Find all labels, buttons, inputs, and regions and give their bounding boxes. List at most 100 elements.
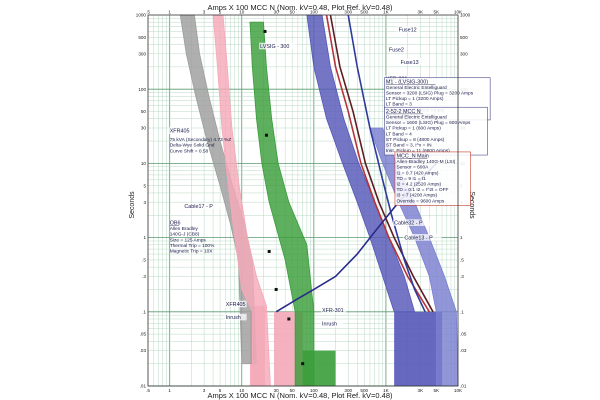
y-axis-label-right: Seconds — [468, 191, 475, 219]
annotation-line-ob6: Magnetic Trip = 10X — [170, 249, 214, 255]
curve-label-lvsig-300: LVSIG - 300 — [260, 44, 289, 50]
annotation-line-mccn: Sensor = 1600 (LSIG) Plug = 600 Amps — [386, 120, 471, 126]
annotation-line-mccmain: TD = 0.1 I2 = I^2t = OFF — [396, 187, 448, 193]
annotation-line-mccn: ST Pickup = 8 (4800 Amps) — [386, 137, 445, 143]
x-tick-label-bottom: 100 — [310, 388, 318, 393]
x-tick-label-top: 10K — [454, 10, 463, 15]
annotation-line-mccn: LT Band = 4 — [386, 131, 412, 137]
annotation-line-mccmain: Allen-Bradley 140G-M (LSI) — [396, 159, 455, 165]
x-tick-label-top: .5 — [146, 10, 150, 15]
annotation-line-ob6: Allen Bradley — [170, 226, 199, 232]
y-tick-label-left: 1 — [143, 235, 146, 240]
x-tick-label-bottom: 1K — [383, 388, 390, 393]
curve-label-bg — [259, 42, 298, 50]
y-tick-label-left: 5 — [143, 183, 146, 188]
y-tick-label-right: .03 — [460, 348, 467, 353]
curve-label-bg — [183, 202, 222, 210]
x-tick-label-top: 5K — [433, 10, 440, 15]
x-tick-label-top: 1 — [168, 10, 171, 15]
curve-label-cable32-p: Cable32 - P — [394, 221, 423, 227]
annotation-line-m1: Sensor = 3200 (LSIG) Plug = 3200 Amps — [386, 91, 474, 97]
curve-label-bg — [393, 219, 432, 226]
curve-labels: Fuse12Fuse2Fuse13XFR-301LVSIG - 300Cable… — [168, 26, 442, 328]
annotation-line-mccn: General Electric Entelliguard — [386, 114, 447, 120]
y-tick-label-right: 500 — [460, 35, 468, 40]
chart-title: Amps X 100 MCC N (Nom. kV=0.48, Plot Ref… — [207, 3, 393, 12]
y-tick-label-right: .5 — [460, 258, 464, 263]
band-m1-lvsig-300 — [306, 14, 416, 313]
y-tick-label-left: 300 — [138, 51, 146, 56]
curve-label-inrush: Inrush — [322, 322, 337, 328]
y-tick-label-right: .05 — [460, 332, 467, 337]
curve-xfr-301-inrush — [275, 162, 437, 313]
curve-label-bg — [321, 320, 343, 328]
annotation-line-xfr405: Delta-Wye Solid Gnd — [170, 143, 215, 149]
annotation-header-ob6: OB6 — [170, 221, 181, 227]
curve-label-bg — [224, 300, 247, 308]
y-tick-label-right: 1 — [460, 235, 463, 240]
x-tick-label-top: 300 — [344, 10, 352, 15]
y-tick-label-left: 100 — [138, 87, 146, 92]
y-tick-label-left: 50 — [141, 109, 147, 114]
annotation-line-mccn: LT Pickup = 1 (600 Amps) — [386, 126, 441, 132]
y-axis-label-left: Seconds — [129, 191, 136, 219]
annotation-line-mccmain: I2 = 4.2 (2520 Amps) — [396, 182, 441, 188]
y-tick-label-left: .5 — [142, 258, 146, 263]
curve-marker — [263, 29, 267, 33]
curve-label-cable13-p: Cable13 - P — [404, 235, 433, 241]
y-tick-label-right: 300 — [460, 51, 468, 56]
curve-label-xfr405: XFR405 — [170, 129, 190, 135]
annotation-header-m1: M1 - (LVSIG-300) — [386, 79, 428, 85]
y-tick-label-left: .01 — [140, 384, 147, 389]
curve-cable32-p — [325, 14, 431, 313]
curve-label-inrush: Inrush — [226, 315, 241, 321]
curve-2-52-2-mcc-n — [347, 14, 426, 313]
annotation-line-m1: LT Band = 3 — [386, 102, 412, 108]
x-tick-label-top: 1K — [383, 10, 390, 15]
x-tick-label-top: 3 — [203, 10, 206, 15]
y-tick-label-left: 10 — [141, 161, 147, 166]
chart-bottom-title: Amps X 100 MCC N (Nom. kV=0.48, Plot Ref… — [207, 391, 393, 400]
curve-marker — [301, 362, 305, 366]
curve-label-cable17-p: Cable17 - P — [184, 204, 213, 210]
y-tick-label-left: 500 — [138, 35, 146, 40]
curve-label-fuse13: Fuse13 — [401, 60, 419, 66]
x-tick-label-top: 100 — [310, 10, 318, 15]
tcc-bands — [179, 14, 459, 387]
curve-label-bg — [321, 306, 347, 314]
x-tick-label-top: 3K — [418, 10, 425, 15]
fill-regions — [249, 305, 443, 386]
annotation-line-m1: General Electric Entelliguard — [386, 85, 447, 91]
y-tick-label-left: 1000 — [136, 13, 147, 18]
y-tick-label-right: .3 — [460, 274, 464, 279]
annotation-line-mccmain: I3 = 7 (4200 Amps) — [396, 193, 437, 199]
annotation-line-mccmain: TD = 9 I1 = I1 — [396, 176, 426, 182]
x-tick-label-bottom: .5 — [146, 388, 150, 393]
curve-cable13-p — [329, 14, 434, 313]
y-tick-label-right: .01 — [460, 384, 467, 389]
x-tick-label-bottom: 5K — [433, 388, 440, 393]
device-annotations: M1 - (LVSIG-300)General Electric Entelli… — [169, 77, 491, 255]
curve-label-bg — [168, 127, 191, 135]
x-tick-label-bottom: 10 — [239, 388, 245, 393]
curve-marker — [287, 317, 291, 321]
annotation-line-mccmain: Override = 9600 Amps — [396, 198, 444, 204]
x-tick-label-bottom: 50 — [290, 388, 296, 393]
blue-inst-block — [394, 311, 443, 386]
x-tick-label-top: 500 — [360, 10, 368, 15]
curve-label-fuse2: Fuse2 — [389, 48, 404, 54]
curve-marker — [274, 287, 278, 291]
curve-label-bg — [403, 234, 442, 241]
annotation-line-mccmain: I1 = 0.7 (420 Amps) — [396, 170, 438, 176]
x-tick-label-top: 10 — [239, 10, 245, 15]
curve-marker — [267, 249, 271, 253]
y-tick-label-left: 3 — [143, 200, 146, 205]
curve-markers — [263, 29, 305, 366]
curve-label-bg — [399, 58, 422, 66]
y-tick-label-right: 1000 — [460, 13, 471, 18]
y-tick-label-right: .1 — [460, 309, 464, 314]
annotation-line-ob6: Size = 125 Amps — [170, 237, 207, 243]
x-tick-label-bottom: 10K — [454, 388, 463, 393]
